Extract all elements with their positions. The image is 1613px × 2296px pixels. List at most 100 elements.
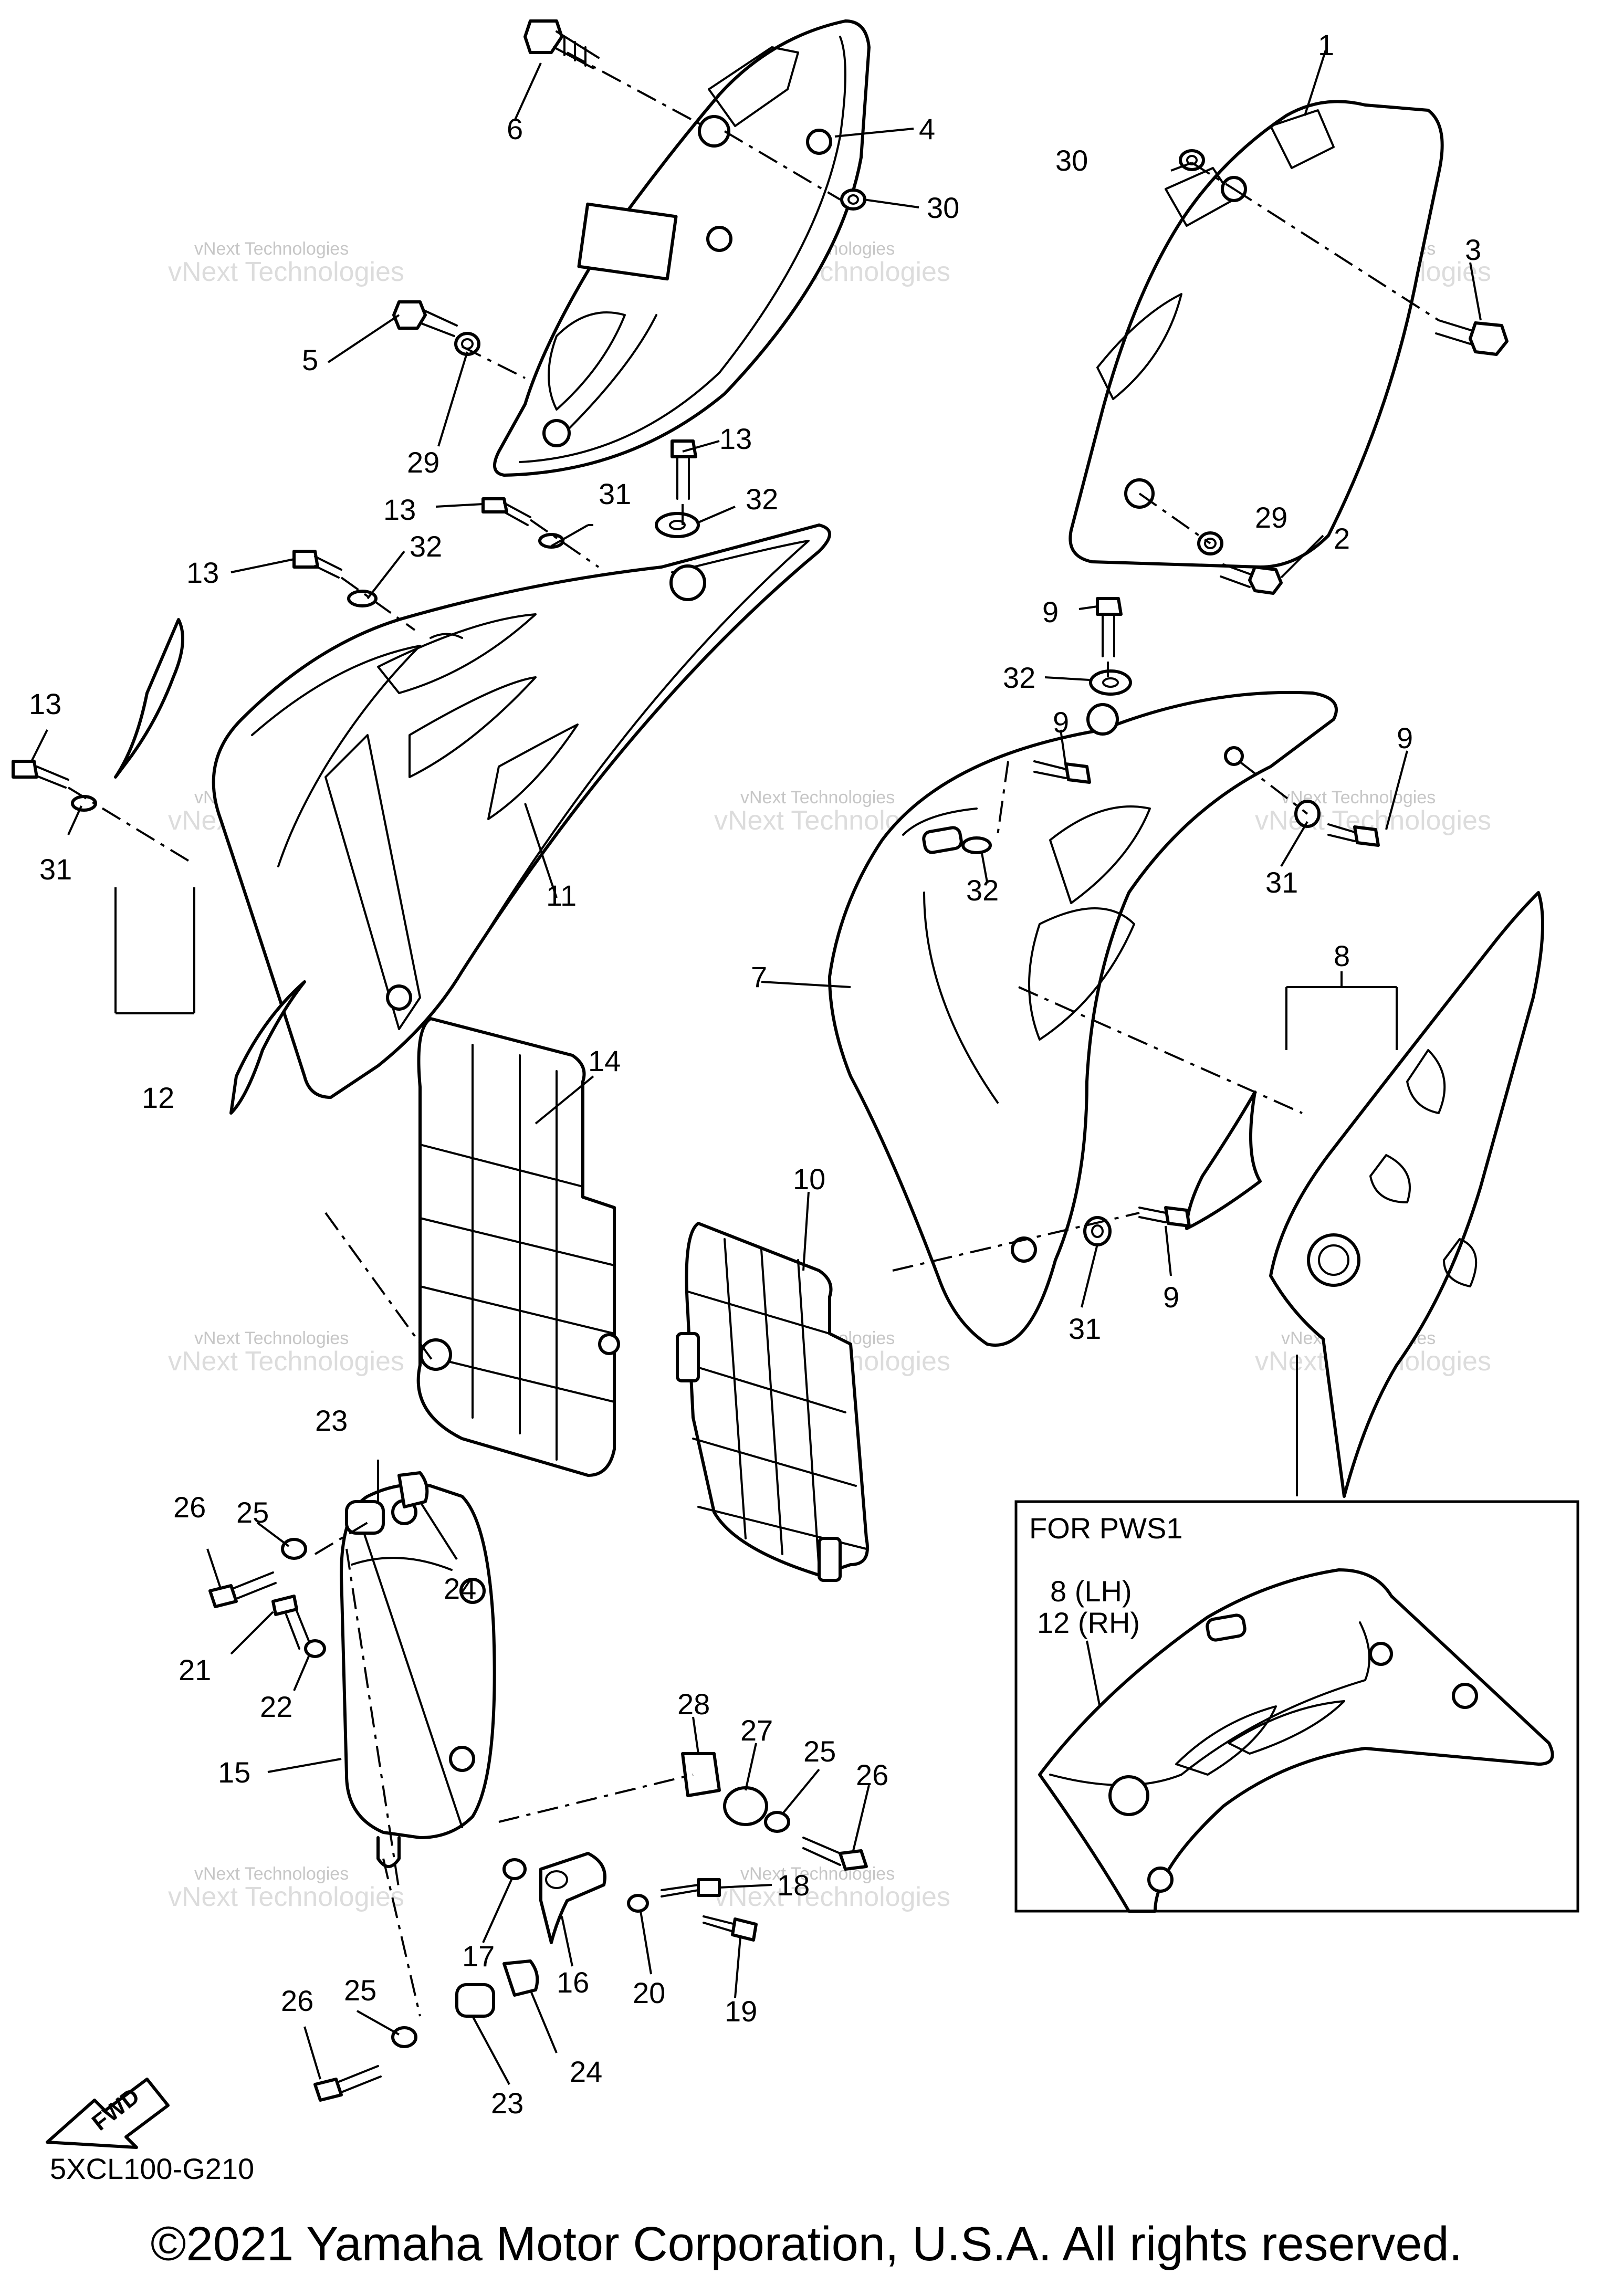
callout-32: 32 xyxy=(410,530,442,563)
callout-31: 31 xyxy=(1265,866,1298,899)
callout-30: 30 xyxy=(927,191,959,224)
part-30-washer xyxy=(840,188,866,211)
part-32-washer xyxy=(655,512,700,538)
fasteners xyxy=(12,19,1509,2102)
part-15-reservoir-tank xyxy=(340,1483,496,1868)
leader-lines xyxy=(30,49,1482,2085)
callout-24: 24 xyxy=(444,1572,476,1605)
part-9-bolt xyxy=(1096,597,1123,657)
callout-32: 32 xyxy=(746,483,778,516)
callout-13: 13 xyxy=(719,422,752,455)
callout-5: 5 xyxy=(302,343,318,376)
part-6-bolt xyxy=(523,19,600,69)
part-29-collar xyxy=(454,332,480,356)
part-3-bolt xyxy=(1435,319,1509,356)
part-23-collar xyxy=(345,1500,385,1535)
part-2-bolt xyxy=(1220,563,1283,595)
part-27-grommet xyxy=(723,1786,768,1826)
part-4-side-cover-left xyxy=(493,19,871,477)
callout-26: 26 xyxy=(856,1758,888,1791)
part-14-radiator-guard-left xyxy=(416,1017,620,1477)
fwd-arrow: FWD xyxy=(46,2078,170,2149)
diagram-code: 5XCL100-G210 xyxy=(50,2152,254,2185)
callout-23: 23 xyxy=(491,2087,523,2120)
part-11-radiator-shroud-left xyxy=(212,523,831,1099)
callout-26: 26 xyxy=(281,1984,313,2017)
callout-16: 16 xyxy=(557,1966,589,1999)
callout-25: 25 xyxy=(236,1496,269,1529)
callout-15: 15 xyxy=(218,1756,250,1789)
part-18-bolt xyxy=(661,1878,721,1897)
callout-9: 9 xyxy=(1397,721,1413,754)
part-26-bolt xyxy=(802,1837,868,1871)
callout-7: 7 xyxy=(751,960,767,993)
callout-1: 1 xyxy=(1318,28,1334,61)
part-5-bolt xyxy=(392,300,458,337)
part-25-washer xyxy=(391,2026,417,2048)
callout-20: 20 xyxy=(633,1976,665,2009)
callout-4: 4 xyxy=(919,112,935,145)
callout-3: 3 xyxy=(1465,233,1481,266)
inset-pws1: FOR PWS1 8 (LH) 12 (RH) xyxy=(1014,1500,1579,1913)
part-26-bolt xyxy=(313,2065,382,2102)
part-28-collar xyxy=(681,1752,721,1797)
callout-8: 8 xyxy=(1334,939,1350,972)
callout-32: 32 xyxy=(1003,661,1035,694)
callout-17: 17 xyxy=(462,1939,495,1973)
callout-13: 13 xyxy=(383,493,416,526)
callout-19: 19 xyxy=(725,1995,757,2028)
part-13-bolt xyxy=(292,550,342,579)
part-9-bolt xyxy=(1138,1206,1191,1228)
callout-10: 10 xyxy=(793,1162,825,1196)
watermark-large: vNext Technologies xyxy=(168,1882,404,1912)
callout-13: 13 xyxy=(186,556,219,589)
part-24-collar xyxy=(502,1959,539,1997)
part-8-graphic-right xyxy=(1185,891,1544,1498)
part-7-radiator-shroud-right xyxy=(828,690,1338,1347)
callout-30: 30 xyxy=(1055,144,1088,177)
part-12-graphic-left xyxy=(114,618,306,1115)
callout-9: 9 xyxy=(1042,595,1059,628)
copyright-notice: ©2021 Yamaha Motor Corporation, U.S.A. A… xyxy=(150,2217,1463,2271)
part-16-bracket xyxy=(539,1852,606,1944)
part-17-grommet xyxy=(502,1858,527,1880)
part-9-bolt xyxy=(1033,760,1091,784)
callout-9: 9 xyxy=(1163,1281,1179,1314)
part-24-collar xyxy=(397,1471,429,1508)
watermark-large: vNext Technologies xyxy=(168,257,404,287)
part-13-bolt xyxy=(671,439,697,500)
callout-24: 24 xyxy=(570,2055,602,2088)
callout-31: 31 xyxy=(39,853,72,886)
callout-13: 13 xyxy=(29,687,61,720)
callout-25: 25 xyxy=(803,1735,836,1768)
part-32-washer xyxy=(1089,669,1132,696)
callout-31: 31 xyxy=(1069,1312,1101,1345)
callout-14: 14 xyxy=(588,1044,621,1077)
watermark-small: vNext Technologies xyxy=(740,788,895,808)
part-9-bolt xyxy=(1327,823,1380,847)
part-10-radiator-guard-right xyxy=(676,1222,869,1582)
callout-12: 12 xyxy=(142,1081,174,1114)
watermark-small: vNext Technologies xyxy=(194,239,349,259)
callout-23: 23 xyxy=(315,1404,348,1437)
watermark-small: vNext Technologies xyxy=(194,1328,349,1348)
part-13-bolt xyxy=(481,497,531,526)
callout-26: 26 xyxy=(173,1491,206,1524)
callout-2: 2 xyxy=(1334,522,1350,555)
inset-shroud xyxy=(1038,1568,1554,1913)
inset-title: FOR PWS1 xyxy=(1029,1512,1182,1545)
callout-29: 29 xyxy=(407,446,439,479)
callout-11: 11 xyxy=(546,879,577,912)
callout-18: 18 xyxy=(777,1869,810,1902)
inset-label-lh: 8 (LH) xyxy=(1050,1575,1132,1608)
callout-9: 9 xyxy=(1053,706,1069,739)
part-20-washer xyxy=(627,1894,649,1913)
callout-31: 31 xyxy=(599,477,631,510)
watermark-small: vNext Technologies xyxy=(740,1864,895,1884)
part-13-bolt xyxy=(12,760,69,789)
callout-6: 6 xyxy=(507,112,523,145)
part-31-washer xyxy=(71,795,97,812)
assembly-lines xyxy=(67,51,1440,2017)
part-19-bolt xyxy=(703,1915,758,1942)
